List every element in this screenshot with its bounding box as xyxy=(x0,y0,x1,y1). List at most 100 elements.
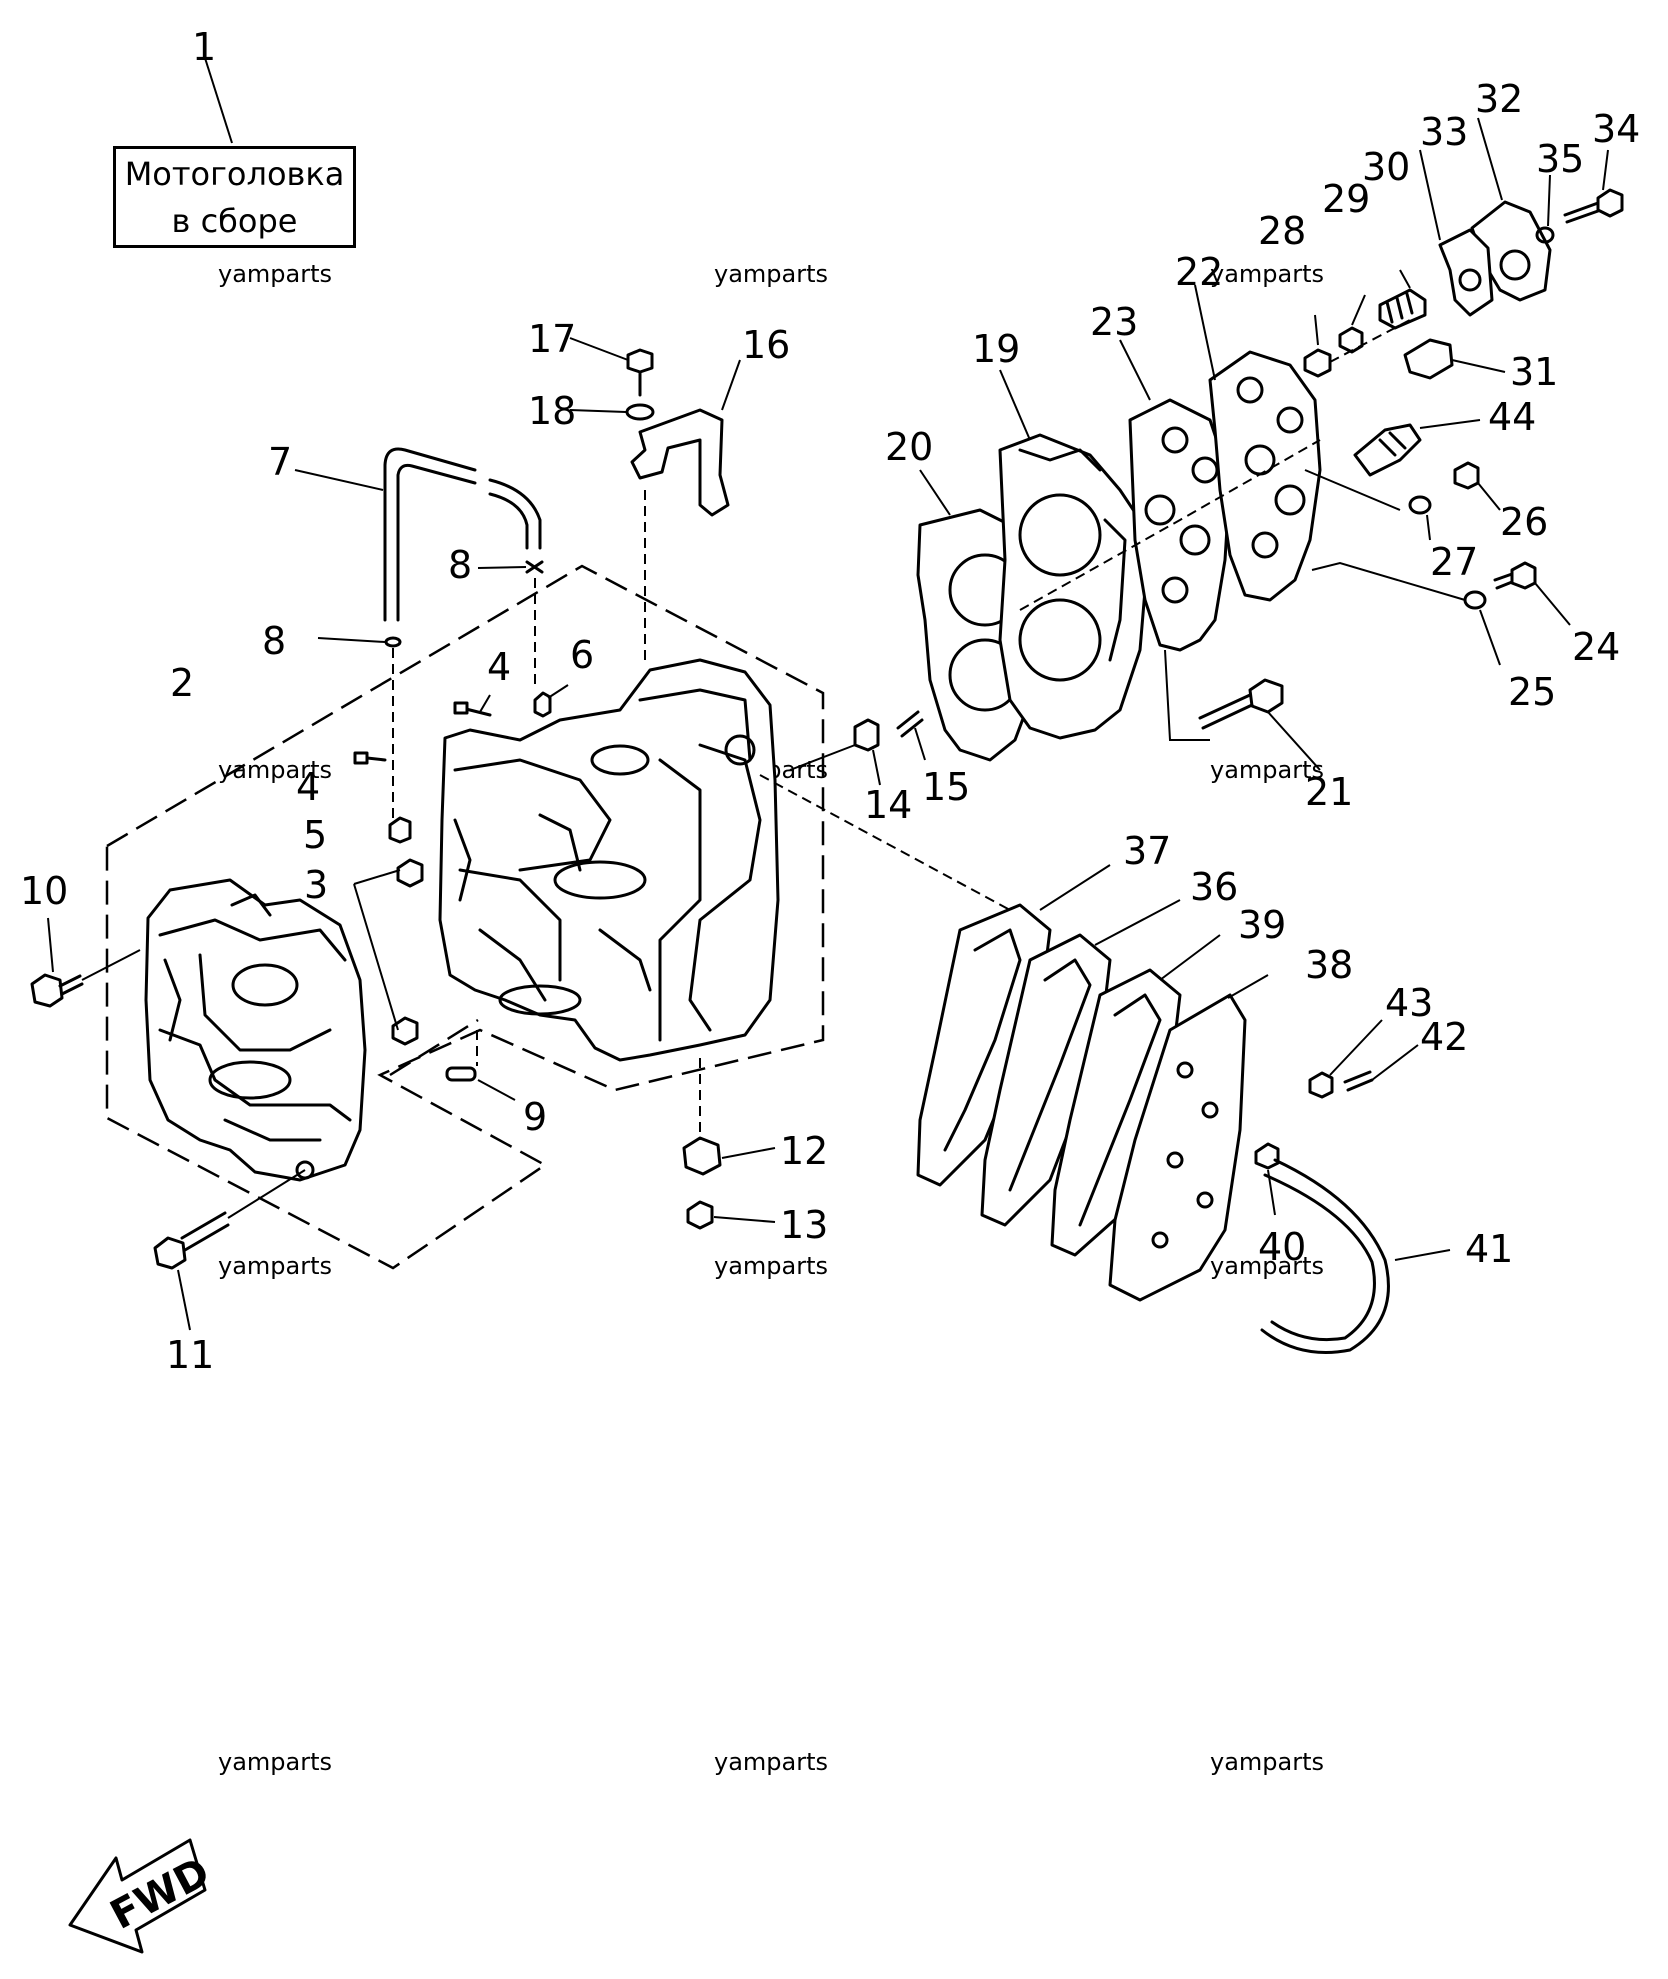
bolt-part xyxy=(1563,188,1624,224)
leader-line xyxy=(81,949,141,981)
thermostat-part xyxy=(1403,338,1454,380)
watermark: yamparts xyxy=(1210,1748,1325,1776)
hose-part xyxy=(383,447,477,622)
watermark: yamparts xyxy=(714,1252,829,1280)
part-number-label: 19 xyxy=(972,327,1020,371)
part-number-label: 24 xyxy=(1572,625,1620,669)
watermark: yamparts xyxy=(1210,756,1325,784)
nut-part xyxy=(1308,1071,1334,1099)
leader-line xyxy=(547,684,569,699)
bolt-part xyxy=(1453,461,1480,490)
spark-plug-part xyxy=(1353,423,1422,477)
bolt-part xyxy=(626,348,654,374)
leader-line xyxy=(1419,419,1481,429)
part-number-label: 21 xyxy=(1305,770,1353,814)
assembly-title-line1: Мотоголовка xyxy=(124,155,345,193)
leader-line xyxy=(1426,482,1571,666)
leader-line xyxy=(1329,1019,1419,1081)
leader-line xyxy=(204,57,233,144)
head-cover-part xyxy=(1208,350,1322,602)
leader-line xyxy=(999,369,1031,441)
part-number-label: 2 xyxy=(170,661,194,705)
leader-line xyxy=(789,727,926,786)
exhaust-cover-part xyxy=(1108,993,1247,1302)
watermark: yamparts xyxy=(1210,260,1325,288)
part-number-label: 8 xyxy=(262,619,286,663)
part-number-label: 20 xyxy=(885,425,933,469)
leader-line xyxy=(177,1269,191,1331)
fitting-part xyxy=(1338,326,1364,354)
part-number-label: 32 xyxy=(1475,77,1523,121)
part-number-label: 3 xyxy=(304,863,328,907)
part-number-label: 28 xyxy=(1258,209,1306,253)
part-number-label: 13 xyxy=(780,1203,828,1247)
part-number-label: 34 xyxy=(1592,107,1640,151)
assembly-outline-dash xyxy=(389,1018,479,1077)
watermark: yamparts xyxy=(218,1748,333,1776)
drain-plug-part xyxy=(686,1200,714,1230)
fwd-arrow-icon: FWD xyxy=(68,1838,217,1954)
part-number-label: 6 xyxy=(570,633,594,677)
part-number-label: 5 xyxy=(303,813,327,857)
spring-part xyxy=(1385,292,1414,324)
hose-part xyxy=(396,463,477,622)
stud-part xyxy=(453,701,469,715)
part-number-label: 25 xyxy=(1508,670,1556,714)
leader-line xyxy=(227,1169,306,1219)
part-number-label: 41 xyxy=(1465,1227,1513,1271)
leader-line xyxy=(1164,649,1210,741)
bolt-part xyxy=(153,1211,230,1270)
leader-line xyxy=(1119,339,1151,401)
part-number-label: 10 xyxy=(20,869,68,913)
fitting-part xyxy=(1254,1142,1280,1170)
part-number-label: 17 xyxy=(528,317,576,361)
part-number-label: 1 xyxy=(192,25,216,69)
leader-line xyxy=(1039,864,1269,999)
bolt-part xyxy=(1198,678,1284,730)
part-number-label: 38 xyxy=(1305,943,1353,987)
leader-line xyxy=(1267,1169,1451,1261)
hose-part xyxy=(488,478,542,550)
leader-line xyxy=(569,409,627,413)
fitting-part xyxy=(533,691,552,718)
bolt-part xyxy=(30,973,84,1008)
washer-part xyxy=(1463,590,1487,610)
leader-line xyxy=(294,469,384,491)
plug-part xyxy=(391,1016,419,1046)
clamp-part xyxy=(525,560,544,574)
part-number-label: 26 xyxy=(1500,500,1548,544)
watermark: yamparts xyxy=(218,260,333,288)
pin-part xyxy=(445,1066,477,1082)
fitting-part xyxy=(388,816,412,844)
leader-line xyxy=(1267,711,1321,771)
part-number-label: 30 xyxy=(1362,145,1410,189)
part-number-label: 4 xyxy=(487,645,511,689)
hose-part xyxy=(488,492,529,550)
hose-part xyxy=(1260,1158,1390,1354)
watermark: yamparts xyxy=(1210,1252,1325,1280)
leader-line xyxy=(1314,269,1506,373)
washer-part xyxy=(1408,495,1432,515)
part-number-label: 29 xyxy=(1322,177,1370,221)
gasket-part xyxy=(1128,398,1232,652)
part-number-label: 43 xyxy=(1385,981,1433,1025)
part-number-label: 31 xyxy=(1510,350,1558,394)
leader-line xyxy=(317,637,386,643)
assembly-outline-dash xyxy=(105,564,825,1270)
watermark: yamparts xyxy=(714,260,829,288)
watermark: yamparts xyxy=(714,1748,829,1776)
plug-part xyxy=(682,1136,722,1176)
leader-line xyxy=(1194,284,1216,381)
part-number-label: 37 xyxy=(1123,829,1171,873)
leader-line xyxy=(353,869,401,1031)
bolt-part xyxy=(1343,1070,1374,1092)
part-number-label: 16 xyxy=(742,323,790,367)
guide-line xyxy=(1019,439,1321,611)
leader-line xyxy=(721,359,741,411)
exhaust-gasket-part xyxy=(916,903,1052,1187)
part-number-label: 36 xyxy=(1190,865,1238,909)
bolt-part xyxy=(1510,561,1537,590)
part-number-label: 42 xyxy=(1420,1015,1468,1059)
leader-line xyxy=(47,917,54,973)
